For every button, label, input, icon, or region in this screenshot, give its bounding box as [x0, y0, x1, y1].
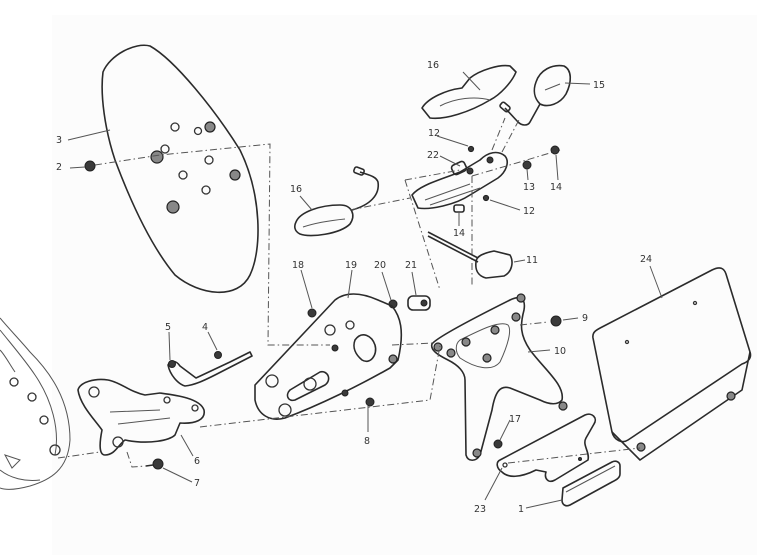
callout-18: 18	[292, 260, 304, 271]
license-plate	[592, 267, 752, 461]
callout-14a: 14	[550, 182, 562, 193]
screw-5	[168, 360, 176, 368]
callout-21: 21	[405, 260, 417, 271]
callout-9: 9	[582, 313, 588, 324]
indicator-support	[411, 151, 508, 210]
screw-7	[145, 458, 164, 470]
screw-14a	[550, 145, 560, 155]
assembly-line-support-down	[404, 176, 473, 291]
assembly-line-panel	[94, 143, 330, 346]
callout-23: 23	[474, 504, 486, 515]
cover	[421, 64, 517, 120]
callout-2: 2	[56, 162, 62, 173]
callout-16b: 16	[290, 184, 302, 195]
assembly-line-indicator	[491, 117, 521, 153]
left-turn-indicator	[294, 166, 379, 237]
spacer-21	[407, 295, 431, 311]
callout-20: 20	[374, 260, 386, 271]
callout-12a: 12	[428, 128, 440, 139]
callout-6: 6	[194, 456, 200, 467]
callout-4: 4	[202, 322, 208, 333]
callout-14b: 14	[453, 228, 465, 239]
plate-light	[427, 231, 513, 279]
assembly-line-bracket-frame	[391, 342, 435, 346]
callout-11: 11	[526, 255, 538, 266]
callout-16a: 16	[427, 60, 439, 71]
screw-4	[214, 351, 222, 359]
bracket-clip	[167, 351, 253, 387]
assembly-line-bracket	[57, 451, 101, 459]
nut-17	[493, 439, 503, 449]
nut-18	[307, 308, 317, 318]
nut-2	[69, 160, 96, 172]
callout-19: 19	[345, 260, 357, 271]
chassis-section	[0, 317, 71, 490]
callout-12b: 12	[523, 206, 535, 217]
callout-1: 1	[518, 504, 524, 515]
plate-holder-frame	[430, 293, 568, 462]
assembly-line-frame	[199, 345, 441, 428]
assembly-line-screw-9	[519, 321, 549, 326]
nut-13	[522, 160, 532, 170]
screw-14b	[453, 204, 465, 213]
mounting-bracket	[77, 378, 205, 456]
nut-12b	[482, 194, 490, 202]
reflector-bracket	[496, 413, 597, 483]
screw-8	[365, 397, 375, 432]
callout-17: 17	[509, 414, 521, 425]
support-bracket	[254, 293, 403, 420]
leader-lines	[67, 71, 663, 509]
assembly-line-reflector	[507, 447, 641, 464]
callout-15: 15	[593, 80, 605, 91]
nut-12a	[467, 145, 475, 153]
callout-10: 10	[554, 346, 566, 357]
right-turn-indicator	[499, 64, 572, 126]
assembly-line-support	[404, 149, 561, 181]
assembly-line-left-indicator	[349, 197, 411, 211]
callout-3: 3	[56, 135, 62, 146]
diagram-background	[52, 15, 757, 555]
rear-panel	[101, 44, 259, 294]
callout-8: 8	[364, 436, 370, 447]
reflector	[561, 460, 621, 507]
callout-7: 7	[194, 478, 200, 489]
callout-5: 5	[165, 322, 171, 333]
callout-labels: 1 2 3 4 5 6 7 8 9 10 11 12 12 13 14 14 1…	[56, 60, 652, 515]
callout-22: 22	[427, 150, 439, 161]
callout-24: 24	[640, 254, 652, 265]
assembly-line-screw-7	[126, 451, 147, 468]
screw-9	[550, 315, 579, 327]
callout-13: 13	[523, 182, 535, 193]
